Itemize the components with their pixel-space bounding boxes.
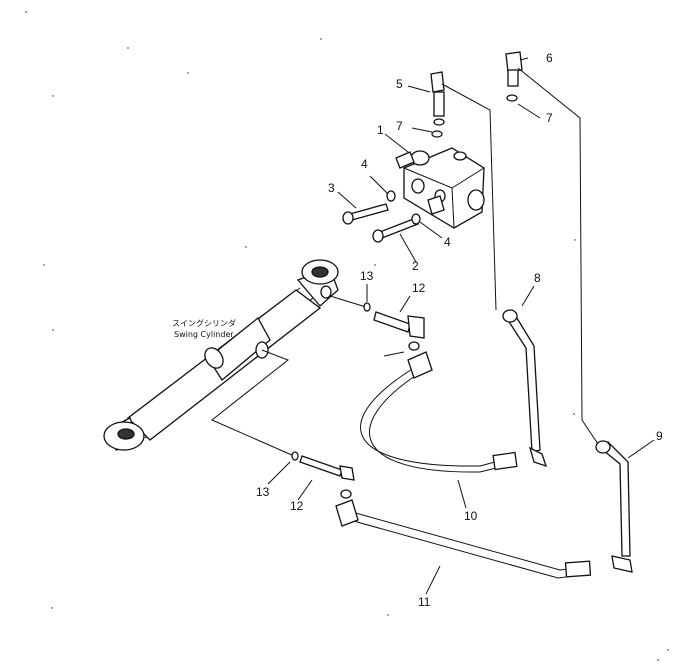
callout-13a: 13 xyxy=(360,269,374,283)
o-ring-7b[interactable] xyxy=(506,94,518,102)
callout-12a: 12 xyxy=(412,281,426,295)
callout-10: 10 xyxy=(464,509,478,523)
valve-block[interactable] xyxy=(395,147,485,229)
o-ring-7a[interactable] xyxy=(431,130,443,138)
hose-10[interactable] xyxy=(360,351,518,473)
callout-8: 8 xyxy=(534,271,541,285)
o-ring-13a[interactable] xyxy=(363,302,371,312)
callout-12b: 12 xyxy=(290,499,304,513)
callout-9: 9 xyxy=(656,429,663,443)
leader-guides xyxy=(211,295,405,457)
cylinder-caption: スイングシリンダ Swing Cylinder xyxy=(172,318,236,339)
leader-lines xyxy=(267,57,655,595)
callout-11: 11 xyxy=(418,595,431,609)
callout-13b: 13 xyxy=(256,485,270,499)
callout-1: 1 xyxy=(377,123,384,137)
bolt-3[interactable] xyxy=(342,203,389,225)
hose-11[interactable] xyxy=(335,499,592,579)
callout-7a: 7 xyxy=(396,119,403,133)
elbow-fitting-6[interactable] xyxy=(505,51,523,87)
swing-cylinder[interactable] xyxy=(103,259,339,451)
callout-7b: 7 xyxy=(546,111,553,125)
callout-5: 5 xyxy=(396,77,403,91)
washers-4[interactable] xyxy=(386,190,421,225)
hose-9[interactable] xyxy=(517,67,633,573)
callout-4b: 4 xyxy=(444,235,451,249)
paper-specks xyxy=(25,11,669,661)
callout-6: 6 xyxy=(546,51,553,65)
o-ring-13b[interactable] xyxy=(291,451,299,461)
caption-japanese: スイングシリンダ xyxy=(172,318,236,328)
callout-4a: 4 xyxy=(361,157,368,171)
callout-3: 3 xyxy=(328,181,335,195)
bolt-2[interactable] xyxy=(372,217,419,243)
hose-8[interactable] xyxy=(441,83,548,468)
callouts: 1 2 3 4 4 5 6 7 7 8 9 10 11 12 12 13 13 xyxy=(256,51,663,609)
elbow-fitting-12a[interactable] xyxy=(373,311,425,351)
elbow-fitting-12b[interactable] xyxy=(299,455,355,499)
callout-2: 2 xyxy=(412,259,419,273)
elbow-fitting-5[interactable] xyxy=(430,71,445,126)
caption-english: Swing Cylinder xyxy=(174,330,234,339)
